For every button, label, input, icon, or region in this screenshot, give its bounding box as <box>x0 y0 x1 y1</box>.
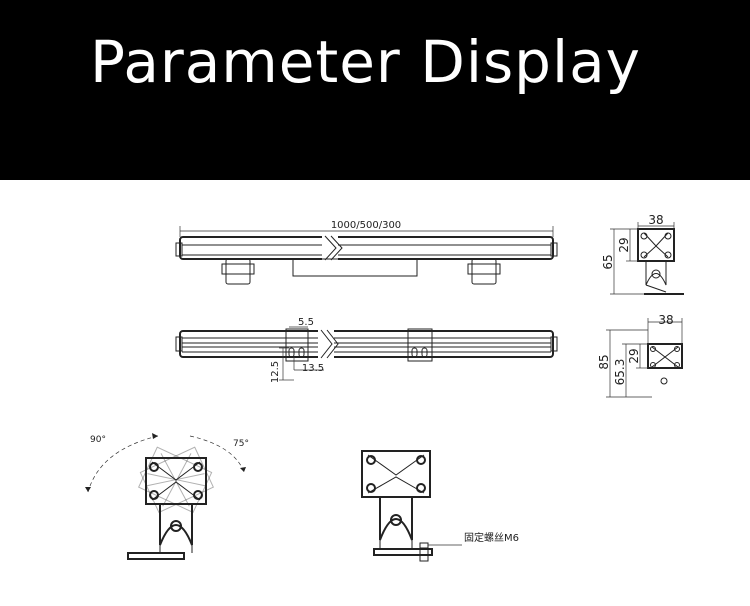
slot-height-label: 12.5 <box>270 361 281 383</box>
length-label: 1000/500/300 <box>331 220 401 231</box>
bar-top-view <box>175 328 558 362</box>
side2-width-label: 38 <box>658 313 673 327</box>
side2-total-label: 85 <box>597 354 611 369</box>
slot-width-label: 5.5 <box>298 317 314 328</box>
screw-callout: 固定螺丝M6 <box>464 531 519 544</box>
header-banner: Parameter Display <box>0 0 750 180</box>
side2-bracket-label: 29 <box>627 348 641 363</box>
angle-right-label: 75° <box>233 439 249 449</box>
side-view-bottom: 38 85 65.3 29 <box>597 313 683 398</box>
technical-drawing: 1000/500/300 38 65 29 <box>0 180 750 602</box>
angle-left-label: 90° <box>90 435 106 445</box>
dimension-length: 1000/500/300 <box>179 220 554 237</box>
page-title: Parameter Display <box>90 28 641 96</box>
side-view-top: 38 65 29 <box>601 213 684 295</box>
side-bracket-label: 29 <box>617 237 631 252</box>
dimension-slot: 5.5 12.5 13.5 <box>270 317 324 383</box>
side2-mid-label: 65.3 <box>613 359 627 386</box>
side-height-label: 65 <box>601 254 615 269</box>
rotation-view: 90° 75° <box>85 433 249 560</box>
slot-offset-label: 13.5 <box>302 363 324 374</box>
drawing-svg: 1000/500/300 38 65 29 <box>85 213 684 562</box>
bar-front-view <box>175 235 558 285</box>
side-width-label: 38 <box>648 213 663 227</box>
mount-view: 固定螺丝M6 <box>361 450 519 562</box>
